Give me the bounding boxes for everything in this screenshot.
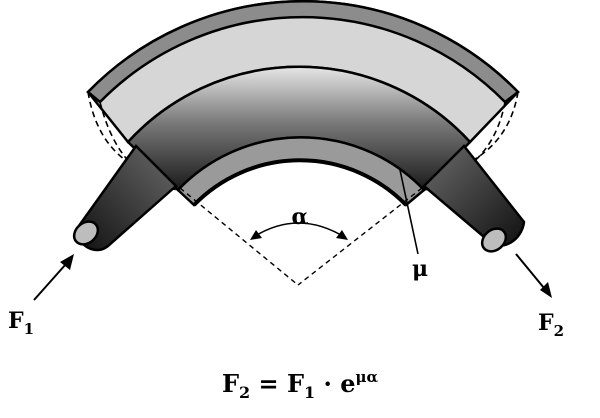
formula-exp-base: e — [340, 369, 355, 398]
capstan-formula: F2 = F1 · eμα — [222, 368, 379, 402]
rope-end-left — [72, 220, 100, 246]
formula-exponent: μα — [356, 368, 379, 386]
rope-end-right — [480, 227, 508, 253]
formula-dot: · — [315, 369, 340, 398]
formula-lhs-base: F — [222, 369, 239, 398]
angle-arrow-left — [250, 230, 262, 240]
force-f1-sub: 1 — [24, 320, 34, 338]
mu-leader-line — [399, 169, 419, 255]
drum-top-rim — [86, 0, 520, 104]
force-f2-sub: 2 — [554, 322, 564, 340]
force-f1-base: F — [8, 308, 24, 334]
force-f2-arrow — [515, 253, 552, 298]
force-f2-base: F — [538, 310, 554, 336]
drum-inner-edge — [192, 158, 408, 207]
alpha-label: α — [292, 204, 309, 230]
force-f2-label: F2 — [538, 310, 564, 340]
formula-rhs-sub: 1 — [304, 383, 315, 402]
mu-label: μ — [412, 256, 428, 282]
angle-arc — [251, 222, 347, 239]
force-f1-arrow — [33, 254, 74, 301]
wrap-angle-lines — [179, 187, 423, 286]
force-f1-label: F1 — [8, 308, 34, 338]
formula-rhs-base: F — [287, 369, 304, 398]
angle-arrow-right — [336, 230, 348, 240]
formula-lhs-sub: 2 — [239, 383, 250, 402]
formula-equals: = — [250, 369, 287, 398]
